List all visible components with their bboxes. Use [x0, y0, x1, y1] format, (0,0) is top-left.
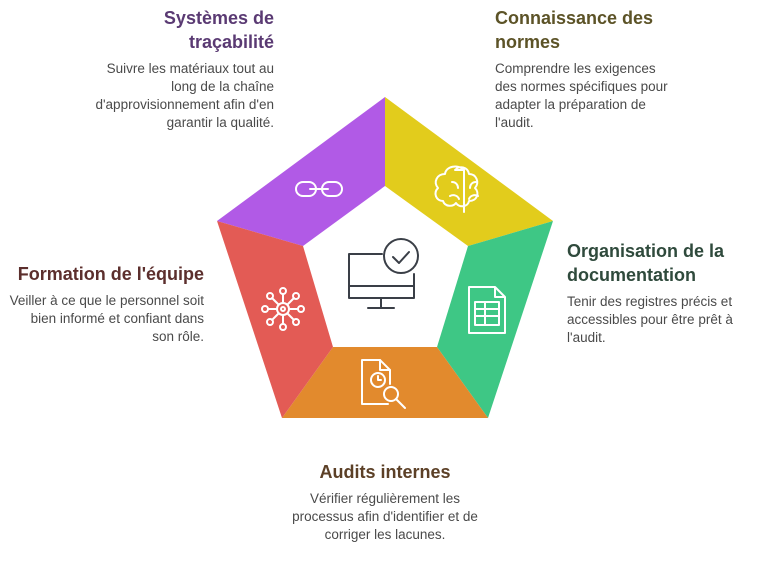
- network-icon: [261, 287, 305, 331]
- monitor-check-icon: [348, 238, 419, 309]
- title-documentation: Organisation de la documentation: [567, 241, 725, 285]
- brain-icon: [434, 165, 479, 213]
- text-block-formation: Formation de l'équipe Veiller à ce que l…: [6, 262, 204, 346]
- description-tracabilite: Suivre les matériaux tout au long de la …: [95, 61, 274, 130]
- text-block-tracabilite: Systèmes de traçabilité Suivre les matér…: [88, 6, 274, 132]
- title-tracabilite: Systèmes de traçabilité: [163, 8, 274, 52]
- description-documentation: Tenir des registres précis et accessible…: [567, 294, 733, 345]
- text-block-normes: Connaissance des normes Comprendre les e…: [495, 6, 681, 132]
- spreadsheet-icon: [468, 286, 506, 334]
- description-audits: Vérifier régulièrement les processus afi…: [292, 491, 478, 542]
- link-icon: [295, 181, 343, 197]
- text-block-audits: Audits internes Vérifier régulièrement l…: [290, 460, 480, 544]
- title-audits: Audits internes: [319, 462, 451, 482]
- text-block-documentation: Organisation de la documentation Tenir d…: [567, 239, 745, 347]
- title-formation: Formation de l'équipe: [17, 264, 204, 284]
- segment-documentation: [437, 221, 553, 418]
- file-search-icon: [361, 359, 406, 409]
- segment-formation: [217, 221, 333, 418]
- segment-tracabilite: [217, 97, 385, 246]
- title-normes: Connaissance des normes: [495, 8, 654, 52]
- description-normes: Comprendre les exigences des normes spéc…: [495, 61, 668, 130]
- description-formation: Veiller à ce que le personnel soit bien …: [9, 293, 204, 344]
